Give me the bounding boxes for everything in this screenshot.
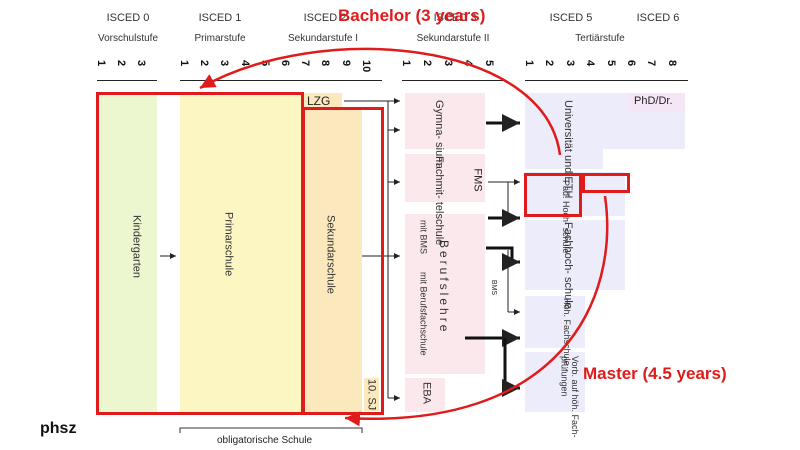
gymnasium-label: Gymna- sium — [433, 100, 445, 166]
master-arrow — [344, 195, 609, 427]
sekundar-block — [302, 108, 362, 415]
stage-tertiaerstufe: Tertiärstufe — [575, 33, 625, 44]
stage-sekundarstufe-2: Sekundarstufe II — [416, 33, 490, 44]
thick-lehre-hfp — [502, 338, 520, 397]
berufslehre-label: Berufslehre — [436, 240, 451, 335]
primarschule-label: Primarschule — [222, 212, 235, 277]
mit-bms-label: mit BMS — [418, 220, 429, 255]
stage-vorschulstufe: Vorschulstufe — [97, 33, 159, 44]
fachmittelschule-label: Fachmit- telschule — [433, 156, 445, 246]
thick-arrows — [465, 114, 520, 397]
sekundarschule-label: Sekundarschule — [324, 215, 337, 294]
ph-box-extension — [582, 173, 630, 193]
tertiary-uni-step-block — [525, 149, 603, 169]
isced-1: ISCED 1 — [198, 12, 242, 24]
scale-line-tertiary — [525, 58, 688, 81]
thick-lehre-fh — [486, 246, 520, 271]
sek2-gymnasium-block — [405, 93, 485, 149]
tertiary-phd-block — [628, 93, 685, 111]
hoehere-fachschule-label: Höh. Fachschule — [562, 298, 572, 366]
obligatorische-schule-label: obligatorische Schule — [217, 435, 313, 446]
isced-3: ISCED 3 — [433, 12, 477, 24]
zehntes-sj-label: 10. SJ — [364, 378, 379, 412]
isced-5: ISCED 5 — [549, 12, 593, 24]
eba-label: EBA — [420, 382, 433, 405]
isced-2: ISCED 2 — [303, 12, 347, 24]
stage-primarstufe: Primarstufe — [194, 33, 246, 44]
phd-label: PhD/Dr. — [634, 95, 673, 107]
sek2-fms-block — [405, 154, 485, 202]
master-annotation: Master (4.5 years) — [583, 364, 727, 383]
isced-0: ISCED 0 — [106, 12, 150, 24]
tertiary-ph-block — [525, 172, 625, 216]
kindergarten-block — [97, 93, 157, 415]
tertiary-hfp-block — [525, 352, 585, 412]
isced-6: ISCED 6 — [636, 12, 680, 24]
tertiary-hf-block — [525, 296, 585, 348]
lzg-block — [302, 93, 342, 108]
bachelor-arrow — [199, 47, 562, 156]
scale-line-sek2 — [402, 58, 506, 81]
master-box-inner — [302, 107, 384, 415]
ph-box-small — [524, 173, 582, 217]
kindergarten-label: Kindergarten — [130, 215, 143, 278]
sek2-berufslehre-block — [405, 214, 485, 374]
stage-sekundarstufe-1: Sekundarstufe I — [287, 33, 359, 44]
bachelor-annotation: Bachelor (3 years) — [338, 6, 486, 25]
primar-block — [180, 93, 302, 415]
hoehere-fachpruefungen-label: Vorb. auf höh. Fach- prüfungen — [559, 356, 580, 438]
scale-line-compulsory — [180, 58, 382, 81]
mit-berufsfachschule-label: mit Berufsfachschule — [418, 272, 429, 356]
sek2-eba-block — [405, 378, 445, 412]
phsz-logo: phsz — [40, 420, 77, 437]
scale-line-kindergarten — [97, 58, 157, 81]
obligatorische-bracket — [179, 427, 363, 433]
lzg-label: LZG — [307, 94, 331, 108]
fachhochschule-label: Fachhoch- schule — [562, 222, 574, 309]
bachelor-box-large — [96, 92, 304, 415]
